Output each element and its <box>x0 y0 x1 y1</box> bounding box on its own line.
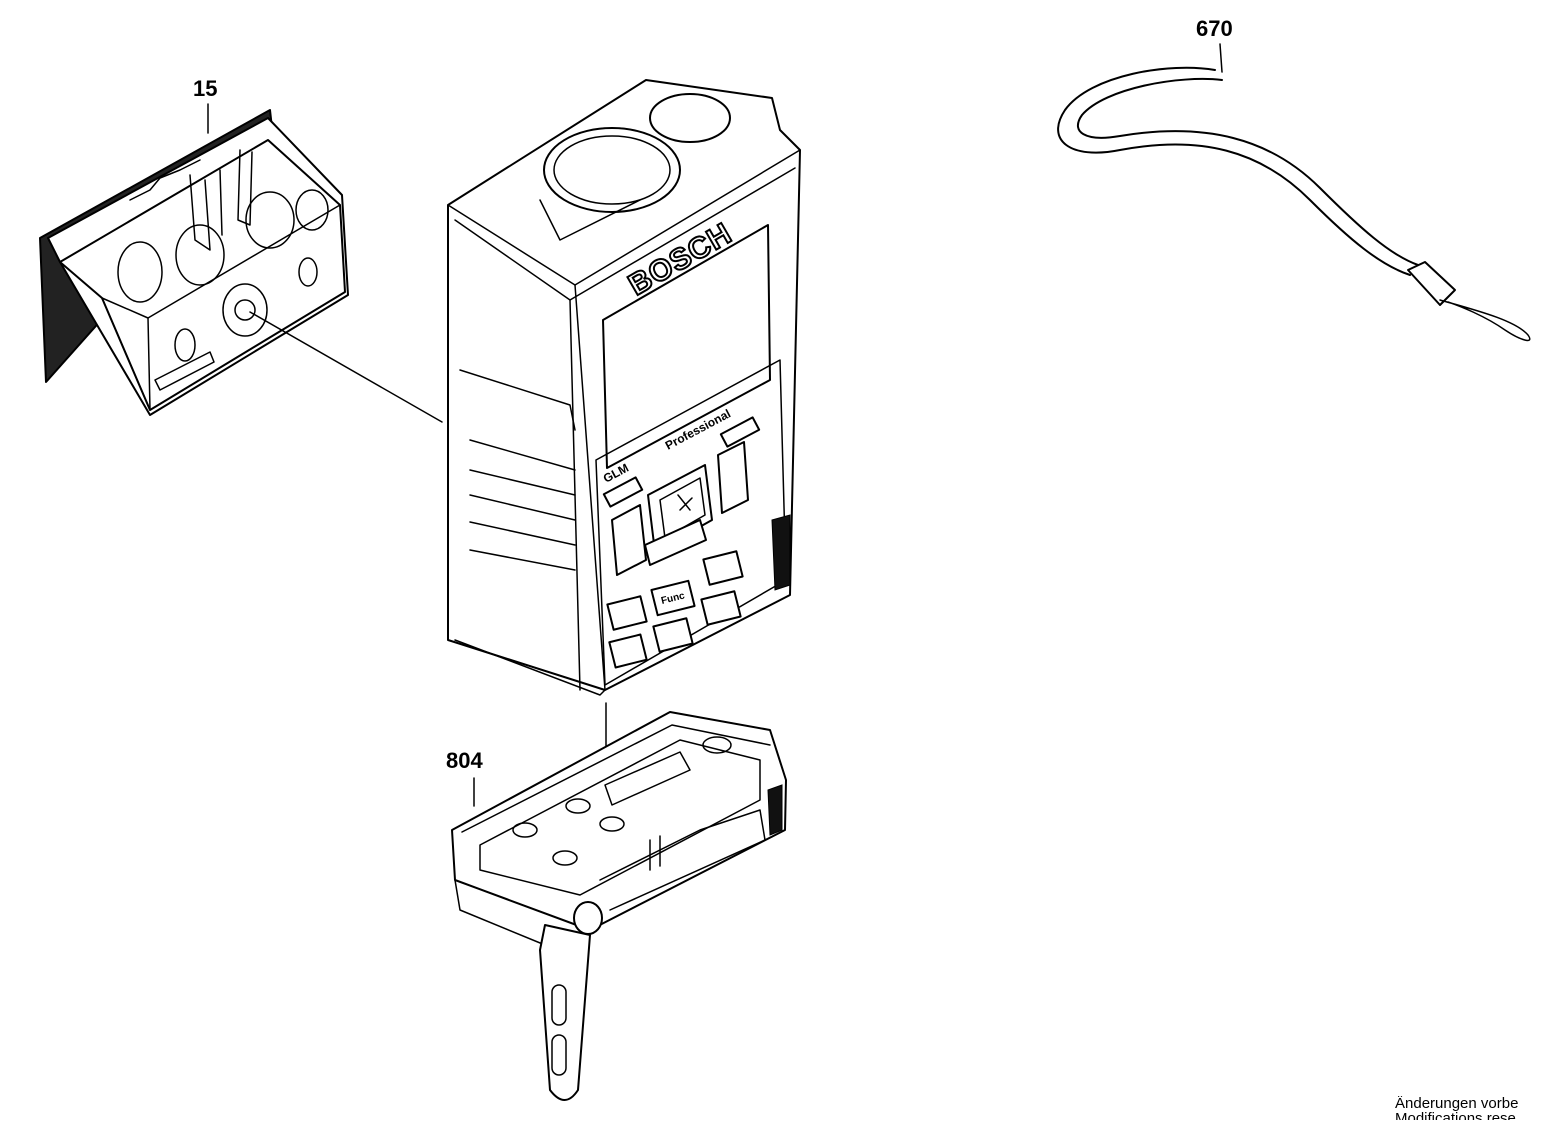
part-804-end-piece <box>451 711 787 1101</box>
footer-note: Änderungen vorbe Modifications rese <box>1395 1096 1568 1120</box>
callout-label-670: 670 <box>1196 16 1233 41</box>
footer-line-2: Modifications rese <box>1395 1111 1516 1120</box>
callout-label-15: 15 <box>193 76 217 101</box>
assembly-line-15 <box>249 311 443 423</box>
laser-rangefinder-body <box>447 79 801 696</box>
part-670-wrist-strap <box>1057 66 1531 342</box>
footer-line-1: Änderungen vorbe <box>1395 1096 1519 1112</box>
callout-label-804: 804 <box>446 748 483 773</box>
part-15-battery-cover <box>39 109 349 416</box>
callout-leader-670 <box>1219 43 1223 73</box>
